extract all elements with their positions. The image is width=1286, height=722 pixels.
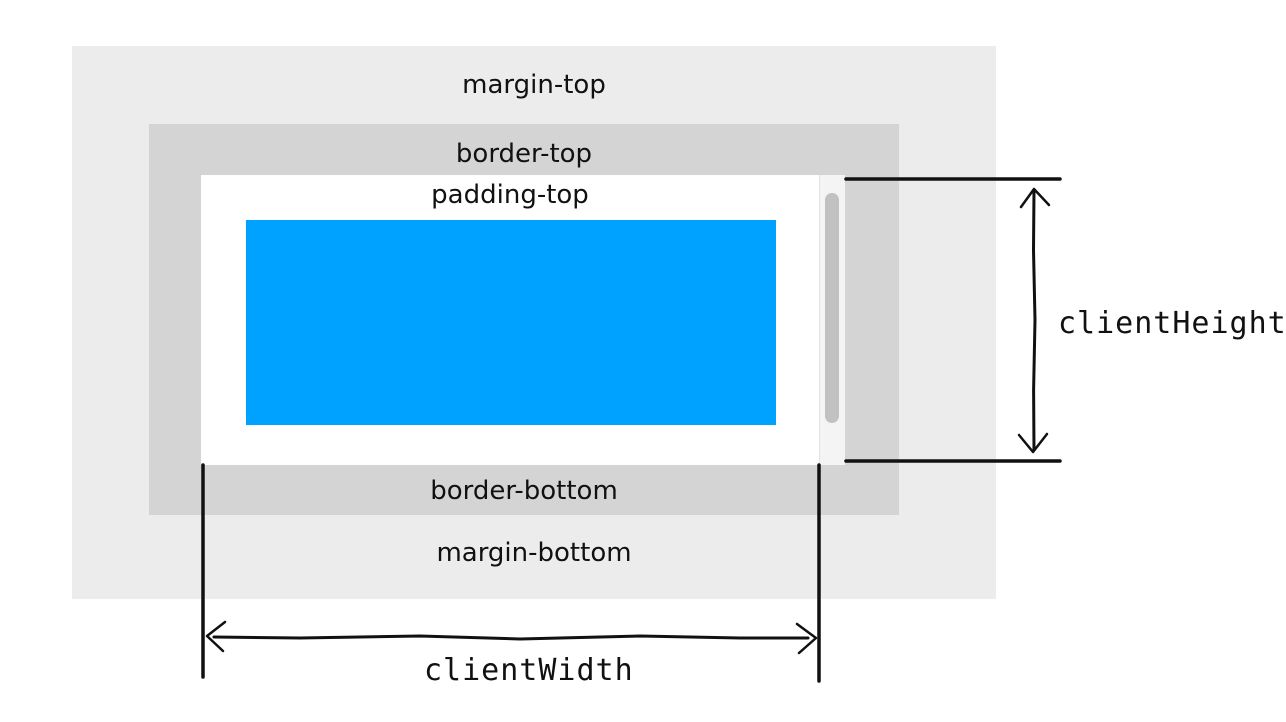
- client-width-arrow-shaft: [212, 634, 810, 641]
- client-width-arrow-left-head: [205, 620, 227, 653]
- client-width-arrow-right-head: [795, 622, 818, 655]
- client-height-arrow-shaft: [1032, 188, 1037, 452]
- client-width-label: clientWidth: [424, 653, 634, 688]
- scrollbar-thumb[interactable]: [825, 193, 839, 423]
- client-height-arrow-down-head: [1017, 432, 1049, 454]
- client-height-arrow-up-head: [1019, 187, 1051, 209]
- margin-top-label: margin-top: [462, 70, 606, 100]
- padding-top-label: padding-top: [431, 180, 589, 210]
- border-bottom-label: border-bottom: [430, 476, 618, 506]
- content-area: [246, 220, 776, 425]
- client-height-label: clientHeight: [1058, 306, 1286, 341]
- margin-bottom-label: margin-bottom: [436, 538, 632, 568]
- border-top-label: border-top: [455, 139, 593, 169]
